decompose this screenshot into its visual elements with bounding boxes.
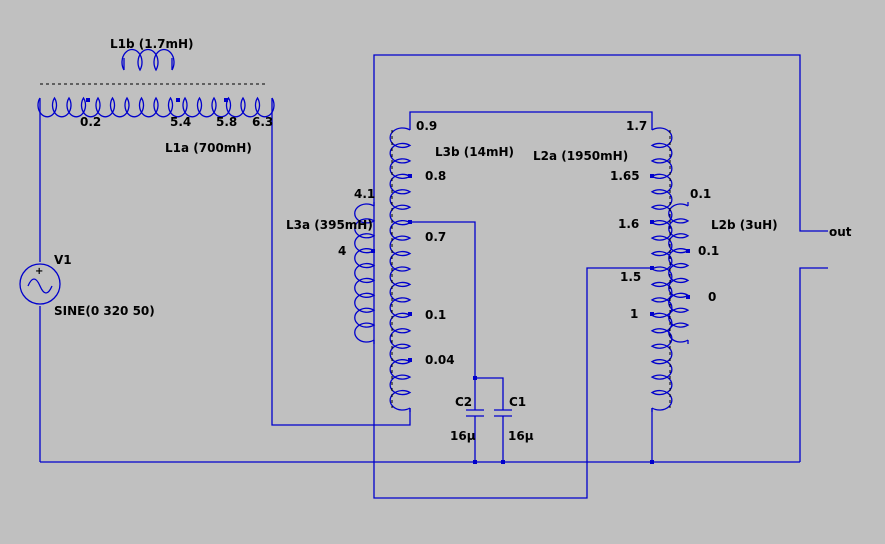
junction-l1a-5.8 <box>224 98 228 102</box>
junction-l3b-0.04 <box>408 358 412 362</box>
junctions <box>86 98 690 464</box>
wires <box>39 54 828 499</box>
junction-l1a-5.4 <box>176 98 180 102</box>
junction-l3b-0.8 <box>408 174 412 178</box>
c2-value: 16µ <box>450 429 476 443</box>
junction-l2b-0.1 <box>686 249 690 253</box>
junction-l3b-0.7 <box>408 220 412 224</box>
l1a-tap-5.8: 5.8 <box>216 115 237 129</box>
l1a-label: L1a (700mH) <box>165 141 252 155</box>
wire-top-bus <box>409 111 653 130</box>
coil-l2b <box>668 203 690 343</box>
l2b-tap-0: 0 <box>708 290 716 304</box>
l3b-tap-0.9: 0.9 <box>416 119 437 133</box>
junction-caps-top <box>473 376 477 380</box>
junction-caps-c1-bottom <box>501 460 505 464</box>
wire-cap-split <box>475 377 504 410</box>
l1b-label: L1b (1.7mH) <box>110 37 194 51</box>
junction-l2a-1.6 <box>650 220 654 224</box>
l2a-tap-1.5: 1.5 <box>620 270 641 284</box>
l2a-tap-1: 1 <box>630 307 638 321</box>
capacitor-c1 <box>494 409 512 417</box>
l2a-tap-1.65: 1.65 <box>610 169 640 183</box>
capacitor-c2 <box>466 409 484 417</box>
junction-l2a-bottom <box>650 460 654 464</box>
l3a-tap-4.1: 4.1 <box>354 187 375 201</box>
net-label-out: out <box>829 225 852 239</box>
l3b-tap-0.8: 0.8 <box>425 169 446 183</box>
junction-l2a-1 <box>650 312 654 316</box>
l2b-tap-0.1-top: 0.1 <box>690 187 711 201</box>
coil-l2a <box>650 127 673 411</box>
l2a-tap-1.6: 1.6 <box>618 217 639 231</box>
c1-name: C1 <box>509 395 526 409</box>
coil-l3b <box>389 127 412 411</box>
l3a-tap-4: 4 <box>338 244 346 258</box>
wire-l1a-to-l3b <box>271 98 411 426</box>
labels: L1b (1.7mH) 0.2 5.4 5.8 6.3 L1a (700mH) … <box>54 37 852 443</box>
l1a-tap-6.3: 6.3 <box>252 115 273 129</box>
v1-value: SINE(0 320 50) <box>54 304 155 318</box>
junction-l3a-4 <box>371 249 375 253</box>
v1-plus-icon: + <box>35 266 43 277</box>
l3a-label: L3a (395mH) <box>286 218 373 232</box>
cores <box>40 83 671 408</box>
coil-l3a <box>354 203 376 343</box>
l1a-tap-0.2: 0.2 <box>80 115 101 129</box>
junction-l3b-0.1 <box>408 312 412 316</box>
junction-l1a-0.2 <box>86 98 90 102</box>
l3b-tap-0.1: 0.1 <box>425 308 446 322</box>
l3b-label: L3b (14mH) <box>435 145 514 159</box>
l2a-tap-1.7: 1.7 <box>626 119 647 133</box>
wire-out-lower <box>799 267 828 462</box>
c1-value: 16µ <box>508 429 534 443</box>
coil-l1b <box>121 48 175 72</box>
junction-caps-c2-bottom <box>473 460 477 464</box>
l2b-tap-0.1: 0.1 <box>698 244 719 258</box>
voltage-source-v1: + <box>19 263 61 305</box>
c2-name: C2 <box>455 395 472 409</box>
l1a-tap-5.4: 5.4 <box>170 115 191 129</box>
v1-name: V1 <box>54 253 72 267</box>
coil-l1a <box>37 96 275 118</box>
l2a-label: L2a (1950mH) <box>533 149 628 163</box>
v1-sine-icon <box>27 278 53 294</box>
wire-top-loop <box>373 54 828 499</box>
v1-circle <box>19 263 61 305</box>
l3b-tap-0.04: 0.04 <box>425 353 455 367</box>
junction-l2a-1.5 <box>650 266 654 270</box>
junction-l2b-0 <box>686 295 690 299</box>
wire-l3b-to-caps <box>410 221 476 378</box>
l3b-tap-0.7: 0.7 <box>425 230 446 244</box>
l2b-label: L2b (3uH) <box>711 218 778 232</box>
junction-l2a-1.65 <box>650 174 654 178</box>
